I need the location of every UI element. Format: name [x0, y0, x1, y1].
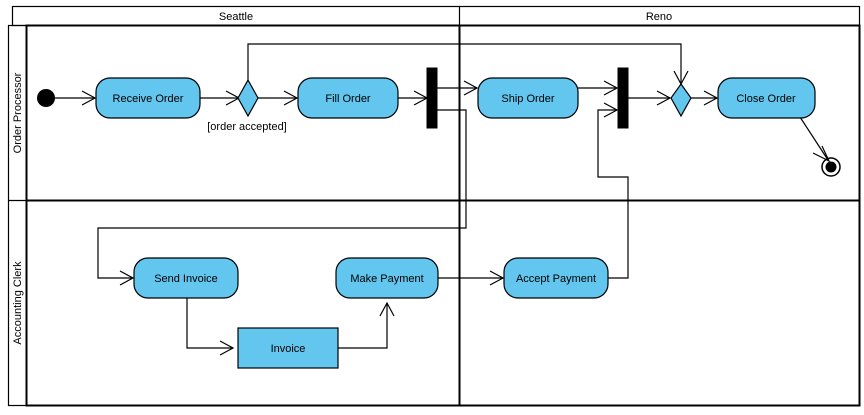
arrowhead-make-payment	[379, 301, 395, 317]
arrowhead-ship-order	[463, 80, 479, 96]
arrowhead-send-invoice	[119, 270, 135, 286]
arrowhead-merge-left	[656, 90, 672, 106]
action-send-invoice-label: Send Invoice	[154, 273, 218, 285]
object-invoice[interactable]: Invoice	[237, 327, 339, 369]
arrowhead-join-top	[603, 80, 619, 96]
action-receive-order[interactable]: Receive Order	[95, 77, 201, 119]
action-send-invoice[interactable]: Send Invoice	[133, 257, 239, 299]
action-accept-payment-label: Accept Payment	[516, 273, 596, 285]
column-header-row	[11, 5, 861, 27]
fork-node[interactable]	[426, 67, 438, 129]
action-receive-order-label: Receive Order	[113, 93, 184, 105]
action-ship-order-label: Ship Order	[501, 93, 555, 105]
action-fill-order[interactable]: Fill Order	[297, 77, 399, 119]
arrowhead-receive-order	[81, 90, 97, 106]
flow-invoice-to-make-payment	[338, 303, 388, 349]
row-header-accounting-clerk: Accounting Clerk	[12, 261, 24, 345]
object-invoice-label: Invoice	[271, 343, 306, 355]
action-fill-order-label: Fill Order	[325, 93, 371, 105]
flow-decision-to-merge	[247, 43, 682, 84]
final-node[interactable]	[821, 157, 841, 177]
flow-accept-payment-to-join	[597, 109, 629, 279]
initial-node[interactable]	[37, 89, 55, 107]
arrowhead-accept-payment	[489, 270, 505, 286]
action-close-order[interactable]: Close Order	[717, 77, 816, 119]
column-header-seattle: Seattle	[219, 11, 253, 23]
row-header-order-processor: Order Processor	[12, 72, 24, 153]
merge-node[interactable]	[670, 82, 692, 118]
arrowhead-invoice	[219, 340, 235, 356]
action-make-payment-label: Make Payment	[350, 273, 423, 285]
join-node[interactable]	[617, 67, 629, 129]
decision-node[interactable]	[237, 78, 259, 118]
swimlane-grid	[25, 24, 861, 407]
action-ship-order[interactable]: Ship Order	[477, 77, 579, 119]
column-header-reno: Reno	[646, 11, 672, 23]
flow-close-order-to-final	[799, 116, 829, 161]
guard-order-accepted: [order accepted]	[207, 121, 287, 133]
action-close-order-label: Close Order	[736, 93, 796, 105]
arrowhead-close-order	[703, 90, 719, 106]
arrowhead-fill-order	[283, 90, 299, 106]
arrowhead-final	[812, 145, 831, 163]
flow-send-invoice-to-invoice	[186, 298, 233, 349]
action-make-payment[interactable]: Make Payment	[335, 257, 439, 299]
flow-fork-to-send-invoice	[97, 109, 467, 279]
action-accept-payment[interactable]: Accept Payment	[503, 257, 609, 299]
arrowhead-join-bottom	[603, 102, 619, 118]
